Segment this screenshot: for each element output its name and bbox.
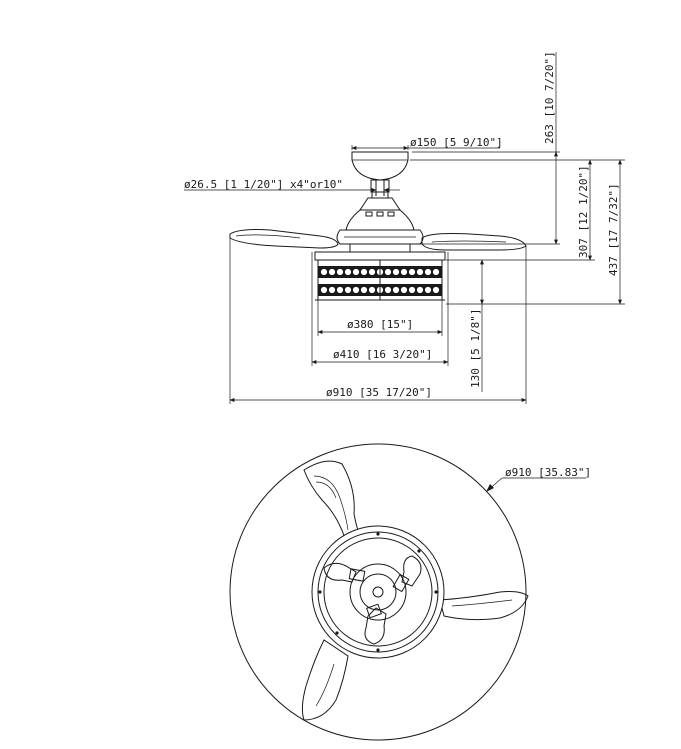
light-pattern: [320, 268, 440, 294]
sweep-circle: [229, 443, 527, 741]
downrod-dimension: ø26.5 [1 1/20"] x4"or10": [184, 178, 400, 192]
right-blade-bottom: [439, 591, 529, 621]
pattern-ring: [424, 268, 432, 276]
inner-diameter-dimension: ø380 [15"]: [317, 300, 443, 336]
light-kit: [314, 251, 446, 301]
bottom-view: ø910 [35.83"]: [229, 443, 591, 741]
downrod: [371, 180, 389, 199]
pattern-ring: [416, 286, 424, 294]
height-130-dimension: 130 [5 1/8"]: [469, 259, 484, 392]
bulb-left: [323, 562, 366, 583]
pattern-ring: [336, 268, 344, 276]
bulb-bottom: [364, 603, 387, 645]
pattern-ring: [384, 268, 392, 276]
pattern-ring: [336, 286, 344, 294]
pattern-ring: [392, 286, 400, 294]
inner-diameter-label: ø380 [15"]: [347, 318, 413, 331]
canopy: [351, 151, 409, 193]
pattern-ring: [368, 286, 376, 294]
pattern-ring: [424, 286, 432, 294]
light-diameter-dimension: ø410 [16 3/20"]: [311, 252, 449, 366]
pattern-ring: [392, 268, 400, 276]
canopy-dimension: ø150 [5 9/10"]: [351, 136, 503, 150]
pattern-ring: [344, 286, 352, 294]
pattern-ring: [432, 268, 440, 276]
span-diameter-label: ø910 [35 17/20"]: [326, 386, 432, 399]
sweep-dimension: ø910 [35.83"]: [486, 466, 591, 492]
right-blade: [421, 233, 527, 251]
pattern-ring: [328, 268, 336, 276]
height-437-dimension: 437 [17 7/32"]: [446, 159, 625, 305]
lower-blade: [301, 639, 349, 721]
pattern-ring: [344, 268, 352, 276]
canopy-diameter-label: ø150 [5 9/10"]: [410, 136, 503, 149]
bulb-right: [392, 555, 422, 593]
sweep-diameter-label: ø910 [35.83"]: [505, 466, 591, 479]
pattern-ring: [416, 268, 424, 276]
span-diameter-dimension: ø910 [35 17/20"]: [229, 238, 527, 404]
height-130-label: 130 [5 1/8"]: [469, 309, 482, 388]
pattern-ring: [408, 286, 416, 294]
height-263-dimension: 263 [10 7/20"]: [406, 51, 560, 245]
pattern-ring: [384, 286, 392, 294]
pattern-ring: [320, 268, 328, 276]
pattern-ring: [400, 268, 408, 276]
light-diameter-label: ø410 [16 3/20"]: [333, 348, 432, 361]
height-307-label: 307 [12 1/20"]: [577, 165, 590, 258]
height-437-label: 437 [17 7/32"]: [607, 183, 620, 276]
downrod-label: ø26.5 [1 1/20"] x4"or10": [184, 178, 343, 191]
pattern-ring: [368, 268, 376, 276]
pattern-ring: [360, 268, 368, 276]
left-blade: [229, 229, 339, 249]
pattern-ring: [352, 268, 360, 276]
pattern-ring: [408, 268, 416, 276]
pattern-ring: [360, 286, 368, 294]
side-view: ø150 [5 9/10"] ø26.5 [1 1/20"] x4"or10" …: [184, 51, 625, 404]
height-263-label: 263 [10 7/20"]: [543, 51, 556, 144]
pattern-ring: [352, 286, 360, 294]
pattern-ring: [320, 286, 328, 294]
pattern-ring: [328, 286, 336, 294]
pattern-ring: [432, 286, 440, 294]
light-housing: [311, 525, 445, 659]
pattern-ring: [400, 286, 408, 294]
height-307-dimension: 307 [12 1/20"]: [410, 159, 625, 261]
